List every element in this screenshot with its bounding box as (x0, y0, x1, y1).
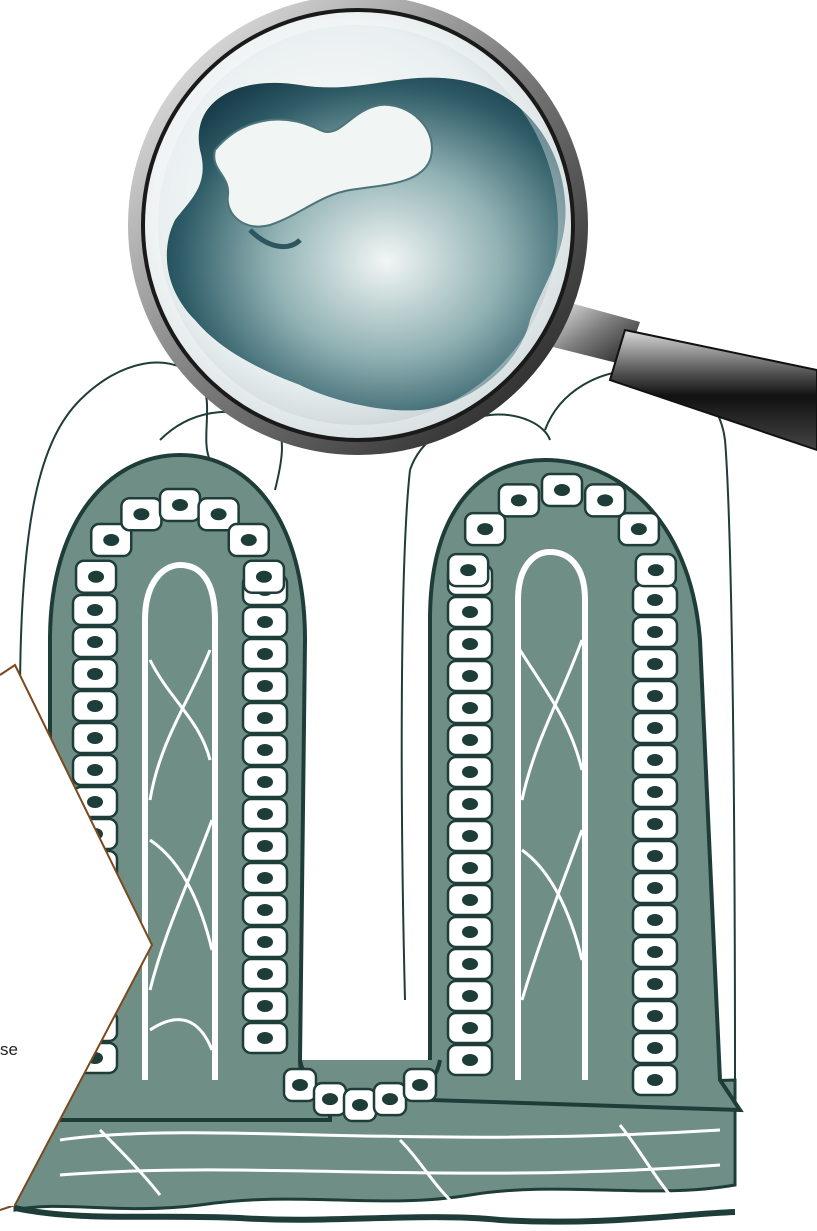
enterocyte-cell-icon (448, 949, 492, 979)
enterocyte-cell-icon (243, 1023, 287, 1053)
enterocyte-cell-icon (633, 809, 677, 839)
enterocyte-cell-icon (76, 561, 116, 593)
enterocyte-cell-icon (243, 927, 287, 957)
enterocyte-cell-icon (243, 735, 287, 765)
enterocyte-cell-icon (448, 789, 492, 819)
enterocyte-cell-icon (448, 821, 492, 851)
enterocyte-cell-icon (633, 617, 677, 647)
enterocyte-cell-icon (73, 627, 117, 657)
enterocyte-cell-icon (314, 1083, 346, 1115)
enterocyte-cell-icon (465, 513, 505, 545)
enterocyte-cell-icon (448, 1013, 492, 1043)
enterocyte-cell-icon (243, 831, 287, 861)
enterocyte-cell-icon (633, 937, 677, 967)
enterocyte-cell-icon (73, 595, 117, 625)
enterocyte-cell-icon (633, 681, 677, 711)
enterocyte-cell-icon (633, 745, 677, 775)
enterocyte-cell-icon (243, 863, 287, 893)
enterocyte-cell-icon (499, 484, 539, 516)
enterocyte-cell-icon (244, 561, 284, 593)
enterocyte-cell-icon (243, 607, 287, 637)
enterocyte-cell-icon (633, 649, 677, 679)
enterocyte-cell-icon (243, 767, 287, 797)
enterocyte-cell-icon (243, 895, 287, 925)
enterocyte-cell-icon (448, 1045, 492, 1075)
enterocyte-cell-icon (448, 853, 492, 883)
enterocyte-cell-icon (160, 489, 200, 521)
enterocyte-cell-icon (73, 755, 117, 785)
enterocyte-cell-icon (633, 905, 677, 935)
callout-label: se (0, 1040, 18, 1060)
enterocyte-cell-icon (344, 1089, 376, 1121)
enterocyte-cell-icon (448, 661, 492, 691)
enterocyte-cell-icon (243, 991, 287, 1021)
enterocyte-cell-icon (448, 981, 492, 1011)
enterocyte-cell-icon (374, 1083, 406, 1115)
enterocyte-cell-icon (448, 629, 492, 659)
enterocyte-cell-icon (243, 703, 287, 733)
enterocyte-cell-icon (448, 885, 492, 915)
enterocyte-cell-icon (633, 873, 677, 903)
enterocyte-cell-icon (636, 554, 676, 586)
enterocyte-cell-icon (448, 725, 492, 755)
enterocyte-cell-icon (243, 799, 287, 829)
enterocyte-cell-icon (633, 585, 677, 615)
enterocyte-cell-icon (585, 484, 625, 516)
enterocyte-cell-icon (633, 841, 677, 871)
enterocyte-cell-icon (448, 757, 492, 787)
enterocyte-cell-icon (448, 554, 488, 586)
enterocyte-cell-icon (73, 723, 117, 753)
enterocyte-cell-icon (73, 659, 117, 689)
enterocyte-cell-icon (73, 691, 117, 721)
enterocyte-cell-icon (448, 917, 492, 947)
magnifying-glass-icon (136, 3, 817, 450)
enterocyte-cell-icon (633, 1033, 677, 1063)
enterocyte-cell-icon (633, 1001, 677, 1031)
enterocyte-cell-icon (633, 713, 677, 743)
enterocyte-cell-icon (448, 597, 492, 627)
enterocyte-cell-icon (404, 1069, 436, 1101)
enterocyte-cell-icon (633, 1065, 677, 1095)
enterocyte-cell-icon (229, 524, 269, 556)
enterocyte-cell-icon (121, 498, 161, 530)
enterocyte-cell-icon (542, 474, 582, 506)
enterocyte-cell-icon (243, 639, 287, 669)
enterocyte-cell-icon (619, 513, 659, 545)
enterocyte-cell-icon (243, 671, 287, 701)
enterocyte-cell-icon (284, 1069, 316, 1101)
enterocyte-cell-icon (448, 693, 492, 723)
enterocyte-cell-icon (633, 777, 677, 807)
enterocyte-cell-icon (243, 959, 287, 989)
enterocyte-cell-icon (633, 969, 677, 999)
